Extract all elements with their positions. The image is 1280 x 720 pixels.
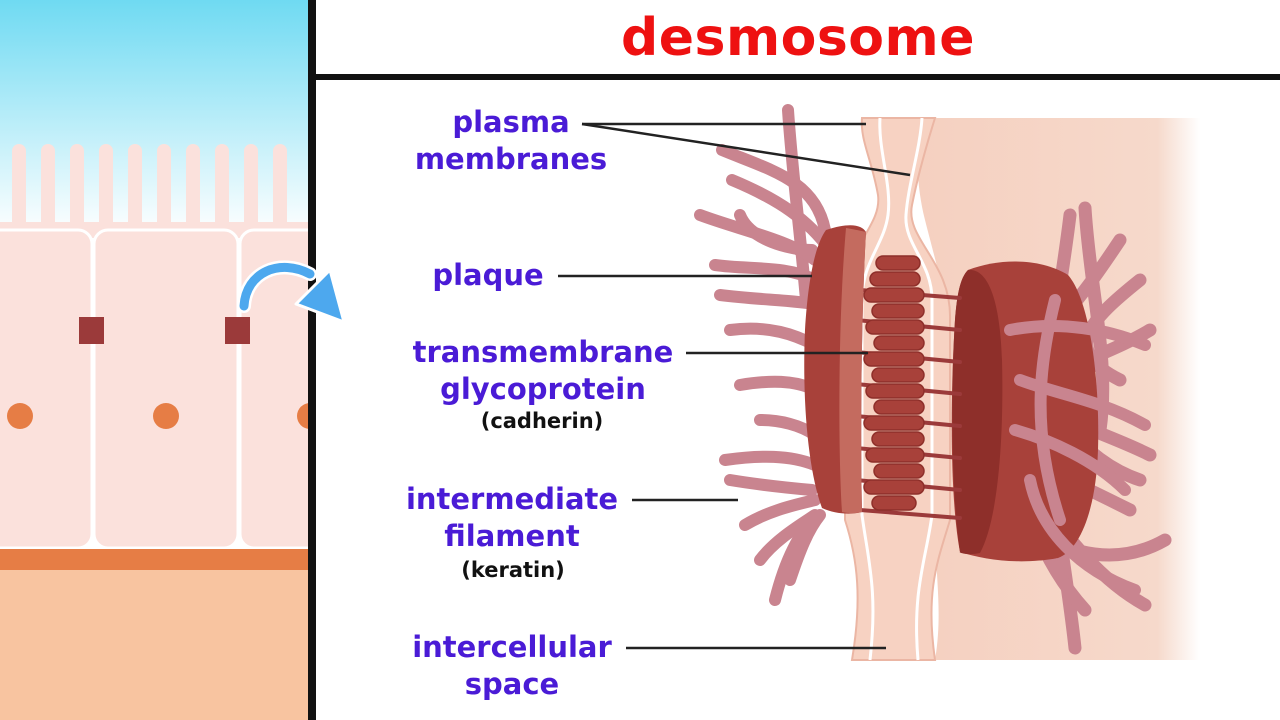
cell-junction xyxy=(79,317,104,344)
label-text: filament xyxy=(444,519,580,553)
label-text: plasma xyxy=(452,105,570,139)
intermediate-filaments-right-front xyxy=(1004,294,1151,596)
label-cadherin: (cadherin) xyxy=(480,409,604,433)
label-text: space xyxy=(464,667,560,701)
plaque-right-face xyxy=(952,269,1003,555)
nucleus xyxy=(7,403,33,429)
label-plaque: plaque xyxy=(410,257,566,294)
microvilli xyxy=(0,144,308,244)
label-text: membranes xyxy=(414,142,608,176)
cell-junction xyxy=(225,317,250,344)
epithelium-panel xyxy=(0,0,316,720)
label-plasma-membranes: plasma membranes xyxy=(400,104,622,178)
label-text: intermediate xyxy=(405,482,619,516)
label-keratin: (keratin) xyxy=(461,558,565,582)
glycoprotein-beads xyxy=(863,255,925,511)
page-title: desmosome xyxy=(621,8,975,68)
label-intermediate-filament: intermediate filament xyxy=(392,481,632,555)
label-text: intercellular xyxy=(412,630,612,664)
basement-membrane xyxy=(0,549,308,570)
label-intercellular-space: intercellular space xyxy=(398,629,626,703)
plaque-left-face xyxy=(839,228,866,514)
membrane-edge xyxy=(904,117,934,661)
epithelial-cells xyxy=(0,228,316,550)
label-transmembrane-glycoprotein: transmembrane glycoprotein xyxy=(396,334,690,408)
connective-tissue xyxy=(0,570,308,720)
leader-lines xyxy=(558,122,911,650)
nucleus xyxy=(153,403,179,429)
label-text: transmembrane xyxy=(412,335,674,369)
label-text: plaque xyxy=(432,258,544,292)
label-text: glycoprotein xyxy=(440,372,646,406)
